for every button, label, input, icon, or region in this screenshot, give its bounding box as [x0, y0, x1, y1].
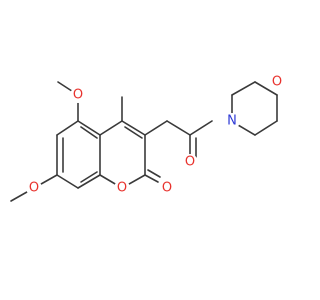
- bond: [56, 174, 79, 189]
- atom-label: O: [185, 155, 195, 170]
- atom-label: N: [227, 114, 237, 129]
- bond: [166, 120, 191, 136]
- bond: [144, 174, 159, 183]
- bond: [254, 81, 278, 96]
- morpholine-nitrogen: N: [224, 113, 240, 129]
- bond: [124, 126, 143, 139]
- methoxy-oxygen-7: O: [26, 180, 42, 196]
- bond: [77, 120, 101, 136]
- atom-label: O: [272, 75, 282, 90]
- bond: [144, 120, 168, 136]
- bond: [80, 171, 98, 183]
- ring-oxygen: O: [114, 180, 130, 196]
- amide-oxygen: O: [182, 154, 198, 170]
- atom-label: O: [117, 181, 127, 196]
- atom-label: O: [162, 181, 172, 196]
- bond: [56, 120, 79, 136]
- bond: [99, 120, 123, 136]
- morpholine-oxygen: O: [269, 74, 285, 90]
- bond: [237, 124, 256, 136]
- bond: [254, 120, 278, 136]
- molecule-canvas: O O O O O N O: [10, 74, 285, 202]
- atom-label: O: [29, 181, 39, 196]
- atom-label: O: [73, 88, 83, 103]
- carbonyl-oxygen: O: [159, 180, 175, 196]
- structure-diagram: O O O O O N O: [10, 74, 285, 202]
- methoxy-oxygen-5: O: [70, 87, 86, 103]
- bond: [77, 174, 101, 189]
- bonds: [10, 81, 278, 202]
- bond: [121, 120, 146, 136]
- bond: [189, 120, 213, 136]
- bond: [80, 126, 98, 139]
- bond: [147, 169, 161, 178]
- bond: [231, 81, 256, 96]
- atom-labels: O O O O O N O: [26, 74, 285, 196]
